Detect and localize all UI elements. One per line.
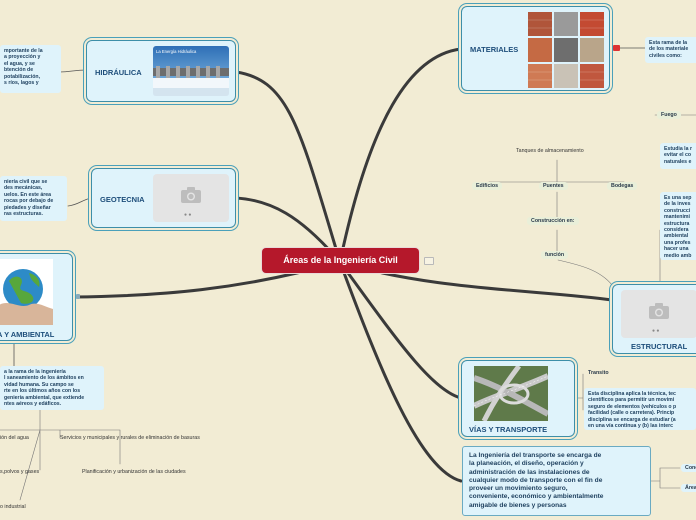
node-title: ESTRUCTURAL — [631, 342, 688, 351]
node-title: HIDRÁULICA — [95, 68, 142, 77]
link-transporte — [338, 260, 463, 483]
label-planificacion[interactable]: Planificación y urbanización de las ciud… — [82, 469, 186, 475]
label-bodegas[interactable]: Bodegas — [607, 182, 638, 190]
note-ambiental[interactable]: a la rama de la ingeniería l saneamiento… — [0, 366, 104, 410]
attachment-icon[interactable] — [613, 45, 620, 51]
node-vias[interactable]: VÍAS Y TRANSPORTE — [461, 360, 575, 437]
camera-icon — [181, 187, 201, 203]
link-geotecnia-note — [67, 197, 92, 207]
label-agua[interactable]: ión del agua — [0, 435, 29, 441]
note-hidraulica[interactable]: mportante de la a proyección y el agua, … — [0, 45, 61, 93]
label-funcion[interactable]: función — [541, 251, 569, 259]
label-construccion[interactable]: Construcción en: — [527, 217, 579, 225]
link-hidraulica-note — [59, 69, 87, 73]
central-topic[interactable]: Áreas de la Ingeniería Civil — [262, 248, 419, 273]
label-area[interactable]: Área — [681, 484, 696, 492]
note-transporte-definicion[interactable]: La Ingeniería del transporte se encarga … — [462, 446, 651, 516]
label-transito[interactable]: Transito — [588, 370, 609, 376]
node-estructural[interactable]: ● ● ESTRUCTURAL — [612, 284, 696, 354]
label-conc[interactable]: Conc — [681, 464, 696, 472]
collapsed-indicator-icon[interactable] — [76, 294, 80, 299]
link-estructural-tree — [488, 159, 625, 286]
label-edificios[interactable]: Edificios — [472, 182, 503, 190]
label-industrial[interactable]: o industrial — [0, 504, 26, 510]
link-geotecnia — [234, 196, 342, 264]
materials-grid-image — [528, 12, 604, 88]
globe-hands-image — [0, 259, 53, 325]
label-polvos[interactable]: s,polvos y gases — [0, 469, 40, 475]
link-materiales — [338, 47, 463, 264]
image-placeholder: ● ● — [153, 174, 229, 222]
node-title: A Y AMBIENTAL — [0, 330, 55, 339]
image-caption: La Energía Hidráulica — [156, 49, 197, 54]
node-ambiental[interactable]: A Y AMBIENTAL — [0, 253, 73, 341]
camera-icon — [649, 303, 669, 319]
note-fuego[interactable]: Estudia la r evitar el co naturales e — [660, 143, 696, 169]
link-hidraulica — [234, 70, 342, 264]
image-placeholder: ● ● — [621, 290, 696, 338]
highway-interchange-image — [474, 366, 548, 421]
node-title: VÍAS Y TRANSPORTE — [469, 425, 548, 434]
node-title: MATERIALES — [470, 45, 519, 54]
link-transporte-children — [649, 467, 681, 489]
label-servicios[interactable]: Servicios y municipales y rurales de eli… — [60, 435, 200, 441]
node-materiales[interactable]: MATERIALES — [461, 6, 610, 91]
link-amb-children — [0, 409, 121, 501]
node-geotecnia[interactable]: GEOTECNIA ● ● — [91, 168, 236, 228]
link-vias-children — [574, 373, 584, 411]
label-tanques[interactable]: Tanques de almacenamiento — [516, 148, 584, 154]
node-hidraulica[interactable]: HIDRÁULICA La Energía Hidráulica — [86, 40, 236, 102]
note-estructural[interactable]: Es una sep de la inves construcci manten… — [660, 192, 696, 260]
note-materiales[interactable]: Esta rama de la de los materiale civiles… — [645, 37, 696, 63]
label-fuego[interactable]: Fuego — [657, 111, 681, 119]
node-title: GEOTECNIA — [100, 195, 145, 204]
label-puentes[interactable]: Puentes — [539, 182, 568, 190]
collapsed-indicator-icon[interactable] — [424, 257, 434, 265]
note-geotecnia[interactable]: niería civil que se des mecánicas, uelos… — [0, 176, 67, 221]
note-vias[interactable]: Esta disciplina aplica la técnica, tec c… — [584, 388, 696, 430]
link-vias — [338, 260, 463, 400]
dam-image: La Energía Hidráulica — [153, 46, 229, 96]
